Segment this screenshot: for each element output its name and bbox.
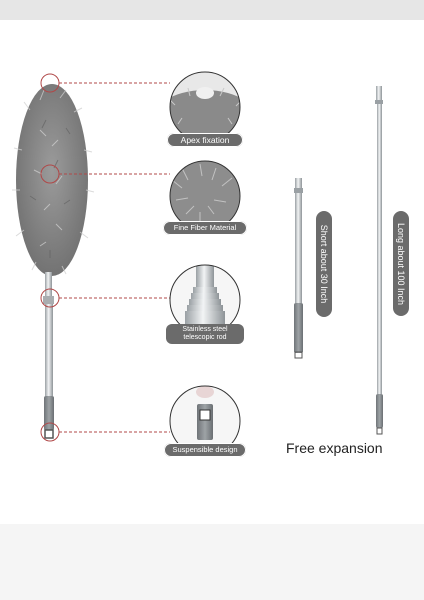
rod-label-line1: Stainless steel [182,326,228,333]
apex-zoom-circle [169,71,241,143]
apex-label: Apex fixation [167,133,243,147]
duster-head [12,84,95,276]
rod-label-line2: telescopic rod [183,334,227,341]
fiber-label: Fine Fiber Material [163,221,247,235]
expansion-caption: Free expansion [286,440,383,456]
hang-label: Suspensible design [164,443,246,457]
long-rod [375,86,383,435]
short-length-text: Short about 30 Inch [319,224,329,304]
duster-rod [43,272,54,439]
rod-label: Stainless steel telescopic rod [166,324,244,344]
hang-zoom-circle [169,385,241,457]
top-strip [0,0,424,20]
long-length-label: Long about 100 Inch [393,211,409,316]
short-rod [294,178,303,359]
short-length-label: Short about 30 Inch [316,211,332,317]
long-length-text: Long about 100 Inch [396,222,406,305]
bottom-strip [0,524,424,600]
